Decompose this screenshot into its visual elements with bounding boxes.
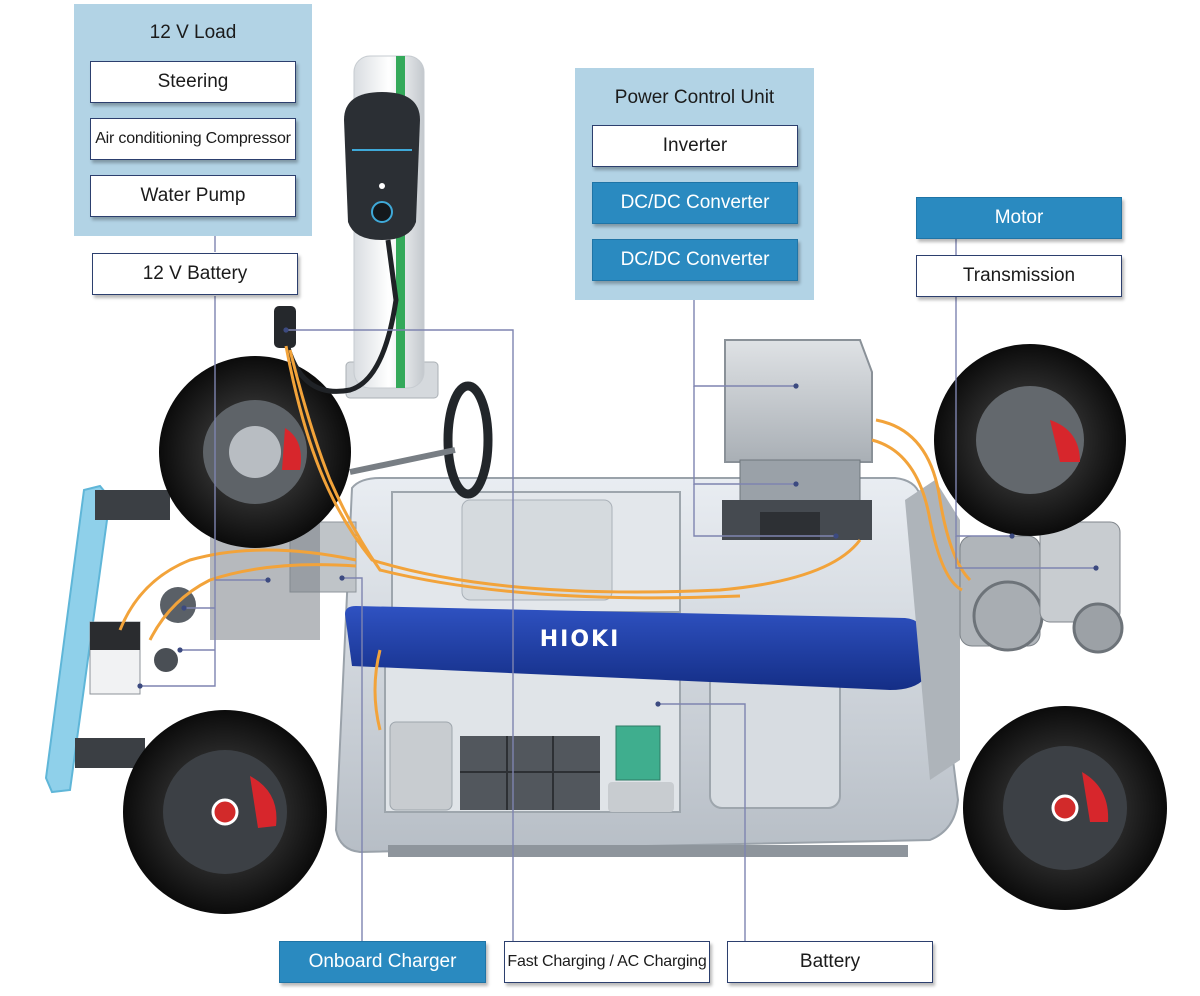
air-conditioning-compressor-label: Air conditioning Compressor: [90, 118, 296, 160]
steering-label: Steering: [90, 61, 296, 103]
battery-cell-end: [608, 782, 674, 812]
onboard-charger-label: Onboard Charger: [279, 941, 486, 983]
dcdc-converter-label-1: DC/DC Converter: [592, 182, 798, 224]
battery-label: Battery: [727, 941, 933, 983]
leader-dots: [137, 327, 1099, 707]
charging-station: [274, 55, 439, 399]
front-crash-rail: [75, 738, 145, 768]
motor-end-cap: [972, 580, 1044, 652]
battery-cell-block: [461, 499, 613, 601]
12v-load-title: 12 V Load: [149, 22, 237, 43]
pcu-upper-case: [724, 339, 873, 463]
leader-fast-charging: [286, 329, 514, 942]
front-bumper-beam: [44, 484, 112, 794]
12v-battery-label: 12 V Battery: [92, 253, 298, 295]
rear-side-panel: [905, 480, 960, 780]
steering-column: [349, 447, 456, 475]
charging-cable: [283, 239, 399, 394]
transmission-flange: [1072, 602, 1124, 654]
water-pump-unit: [154, 648, 178, 672]
power-control-unit-title: Power Control Unit: [614, 87, 775, 108]
pcu-connector-bracket: [760, 512, 820, 540]
front-crash-rail: [95, 490, 170, 520]
battery-management-board: [615, 725, 661, 781]
motor-label: Motor: [916, 197, 1122, 239]
charging-plug: [274, 306, 296, 348]
battery-tray-empty: [709, 671, 841, 809]
leader-battery: [658, 703, 746, 942]
steering-wheel: [443, 381, 493, 499]
12v-battery-top: [90, 622, 140, 650]
hioki-logo-text: HIOKI: [540, 627, 621, 652]
water-pump-label: Water Pump: [90, 175, 296, 217]
front-left-wheel: [159, 356, 351, 548]
hioki-cross-member: [345, 606, 925, 690]
chassis-rail: [388, 845, 908, 857]
leader-transmission: [955, 536, 1096, 569]
charger-head: [344, 92, 420, 240]
leader-lines: [140, 236, 1096, 942]
rear-left-wheel: [934, 344, 1126, 536]
battery-cell-end: [389, 721, 453, 811]
leader-12v-battery: [140, 296, 216, 687]
fast-charging-ac-charging-label: Fast Charging / AC Charging: [504, 941, 710, 983]
leader-onboard-charger: [342, 577, 363, 942]
front-right-wheel: [123, 710, 327, 914]
hv-harness: [118, 345, 972, 731]
transmission-label: Transmission: [916, 255, 1122, 297]
rear-right-wheel: [963, 706, 1167, 910]
inverter-label: Inverter: [592, 125, 798, 167]
leader-pcu-low: [693, 484, 836, 537]
dcdc-converter-label-2: DC/DC Converter: [592, 239, 798, 281]
